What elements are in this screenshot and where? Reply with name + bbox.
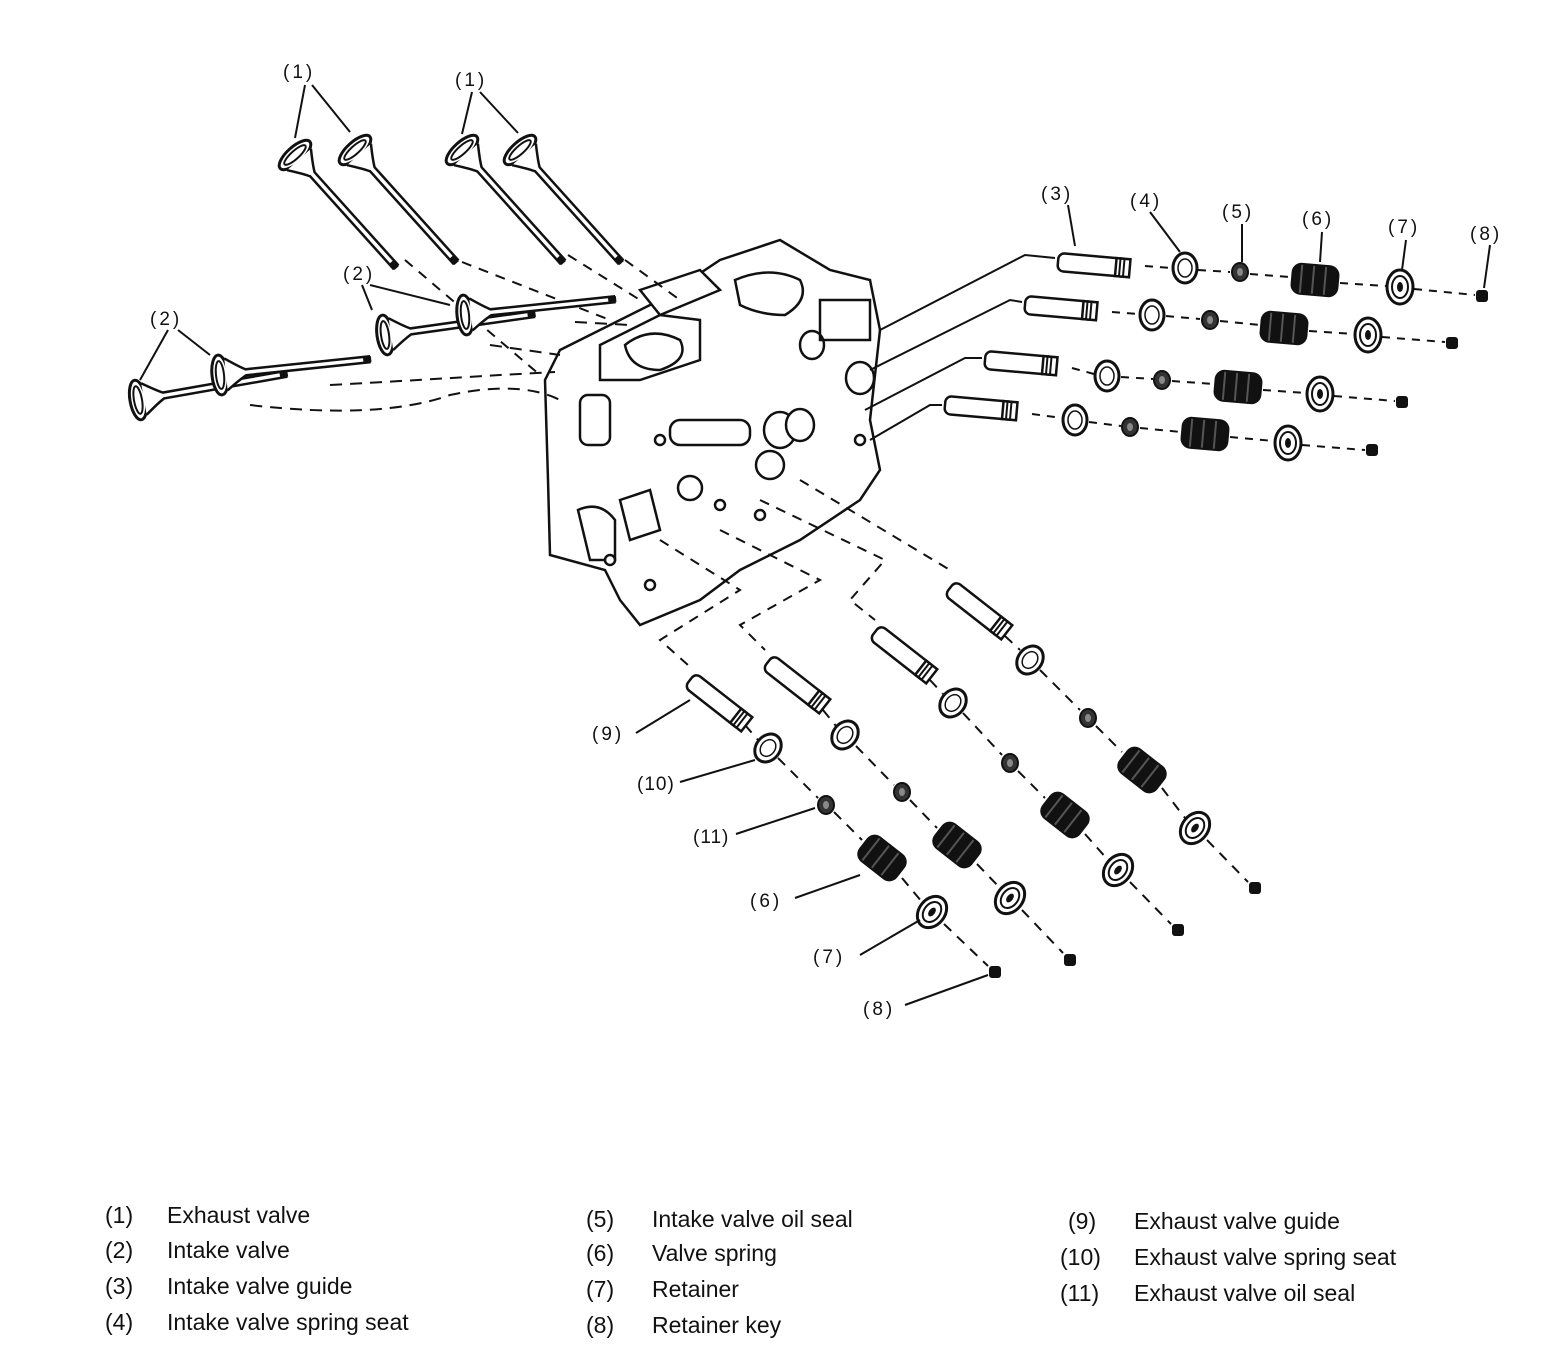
legend-number: (3) xyxy=(105,1273,134,1299)
callout-7b: (7) xyxy=(813,947,845,968)
callout-4: (4) xyxy=(1130,191,1162,212)
legend-label: Exhaust valve oil seal xyxy=(1134,1280,1356,1306)
callout-5: (5) xyxy=(1222,202,1254,223)
legend-number: (7) xyxy=(586,1276,615,1302)
legend-item: (6) Valve spring xyxy=(586,1238,777,1268)
legend-label: Intake valve oil seal xyxy=(652,1206,853,1232)
callout-2a: (2) xyxy=(343,264,375,285)
legend-label: Intake valve spring seat xyxy=(167,1309,409,1335)
callout-1a: (1) xyxy=(283,62,315,83)
callout-2b: (2) xyxy=(150,309,182,330)
legend-item: (5) Intake valve oil seal xyxy=(586,1204,853,1234)
legend-item: (7) Retainer xyxy=(586,1274,739,1304)
legend-label: Intake valve xyxy=(167,1237,290,1263)
callout-8: (8) xyxy=(1470,224,1502,245)
legend-label: Retainer key xyxy=(652,1312,782,1338)
legend-item: (8) Retainer key xyxy=(586,1310,781,1340)
legend-label: Intake valve guide xyxy=(167,1273,353,1299)
legend-number: (8) xyxy=(586,1312,615,1338)
legend-label: Retainer xyxy=(652,1276,739,1302)
legend-number: (6) xyxy=(586,1240,615,1266)
intake-parts xyxy=(942,251,1488,462)
legend-number: (9) xyxy=(1068,1208,1097,1234)
legend-label: Exhaust valve xyxy=(167,1202,311,1228)
legend-item: (4) Intake valve spring seat xyxy=(105,1307,409,1337)
callout-7: (7) xyxy=(1388,217,1420,238)
callout-11: (11) xyxy=(693,827,729,848)
parts-legend: (1) Exhaust valve (2) Intake valve (3) Inta… xyxy=(0,1195,1568,1345)
legend-label: Exhaust valve spring seat xyxy=(1134,1244,1397,1270)
callout-8b: (8) xyxy=(863,999,895,1020)
legend-item: (3) Intake valve guide xyxy=(105,1271,352,1301)
callout-10: (10) xyxy=(637,774,675,795)
legend-number: (5) xyxy=(586,1206,615,1232)
legend-number: (2) xyxy=(105,1237,134,1263)
legend-item: (10) Exhaust valve spring seat xyxy=(1060,1242,1396,1272)
callout-9: (9) xyxy=(592,724,624,745)
callout-1b: (1) xyxy=(455,70,487,91)
exhaust-valves xyxy=(273,129,639,283)
legend-number: (1) xyxy=(105,1202,134,1228)
callout-6: (6) xyxy=(1302,209,1334,230)
cylinder-head xyxy=(543,238,882,627)
legend-item: (9) Exhaust valve guide xyxy=(1060,1206,1340,1236)
legend-item: (2) Intake valve xyxy=(105,1235,290,1265)
callout-3: (3) xyxy=(1041,184,1073,205)
exploded-diagram: (1) (1) (2) (2) (3) (4) (5) (6) (7) (8) … xyxy=(125,62,1502,1020)
legend-number: (11) xyxy=(1060,1280,1100,1306)
callout-6b: (6) xyxy=(750,891,782,912)
legend-item: (1) Exhaust valve xyxy=(105,1200,310,1230)
legend-number: (10) xyxy=(1060,1244,1101,1270)
legend-item: (11) Exhaust valve oil seal xyxy=(1060,1278,1355,1308)
legend-label: Exhaust valve guide xyxy=(1134,1208,1340,1234)
exhaust-parts xyxy=(683,579,1261,978)
legend-label: Valve spring xyxy=(652,1240,777,1266)
legend-number: (4) xyxy=(105,1309,134,1335)
